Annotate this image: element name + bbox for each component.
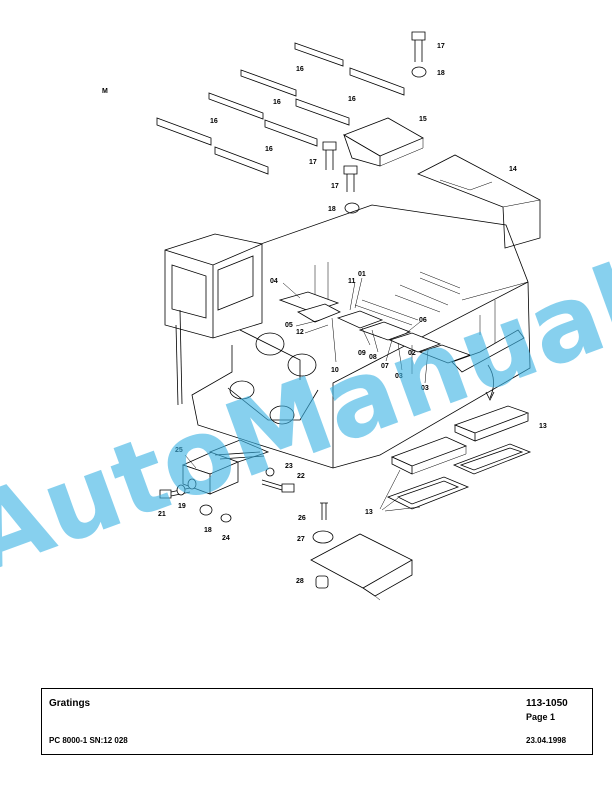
callout-09: 09 (358, 350, 366, 357)
callout-27: 27 (297, 536, 305, 543)
callout-17: 17 (437, 43, 445, 50)
callout-17: 17 (309, 159, 317, 166)
callout-01: 01 (358, 271, 366, 278)
grating-panels-13 (379, 405, 532, 512)
cover-plate-14 (417, 154, 541, 249)
issue-date: 23.04.1998 (526, 736, 567, 745)
machine-model: PC 8000-1 SN:12 028 (49, 736, 128, 745)
callout-18: 18 (204, 527, 212, 534)
callout-02: 02 (408, 350, 416, 357)
bolts-and-nuts-top (322, 31, 427, 214)
callout-08: 08 (369, 354, 377, 361)
support-strips-16 (156, 42, 405, 175)
section-letter: M (102, 88, 108, 95)
callout-03: 03 (395, 373, 403, 380)
installed-gratings (278, 291, 525, 373)
callout-03: 03 (421, 385, 429, 392)
title-block: Gratings 113-1050 Page 1 PC 8000-1 SN:12… (41, 688, 593, 755)
callout-21: 21 (158, 511, 166, 518)
callout-25: 25 (175, 447, 183, 454)
callout-22: 22 (297, 473, 305, 480)
callout-16: 16 (348, 96, 356, 103)
callout-28: 28 (296, 578, 304, 585)
page-number: Page 1 (526, 712, 556, 722)
callout-26: 26 (298, 515, 306, 522)
machine-superstructure (164, 204, 531, 469)
callout-16: 16 (296, 66, 304, 73)
bracket-15 (343, 117, 424, 167)
callout-12: 12 (296, 329, 304, 336)
callout-11: 11 (348, 278, 356, 285)
page-title: Gratings (49, 698, 91, 709)
callout-13: 13 (539, 423, 547, 430)
callout-labels: 17 18 16 16 16 16 16 15 14 17 17 18 01 1… (158, 43, 547, 585)
callout-04: 04 (270, 278, 278, 285)
callout-23: 23 (285, 463, 293, 470)
callout-10: 10 (331, 367, 339, 374)
exploded-parts-drawing: M (0, 31, 612, 601)
callout-15: 15 (419, 116, 427, 123)
callout-19: 19 (178, 503, 186, 510)
leader-lines (282, 277, 495, 401)
callout-16: 16 (265, 146, 273, 153)
callout-05: 05 (285, 322, 293, 329)
callout-18: 18 (328, 206, 336, 213)
callout-17: 17 (331, 183, 339, 190)
callout-16: 16 (273, 99, 281, 106)
step-assembly-25 (159, 439, 295, 523)
callout-24: 24 (222, 535, 230, 542)
callout-06: 06 (419, 317, 427, 324)
callout-16: 16 (210, 118, 218, 125)
callout-18: 18 (437, 70, 445, 77)
part-code: 113-1050 (526, 698, 568, 709)
callout-07: 07 (381, 363, 389, 370)
step-grating-28 (310, 502, 413, 601)
callout-14: 14 (509, 166, 517, 173)
callout-13: 13 (365, 509, 373, 516)
